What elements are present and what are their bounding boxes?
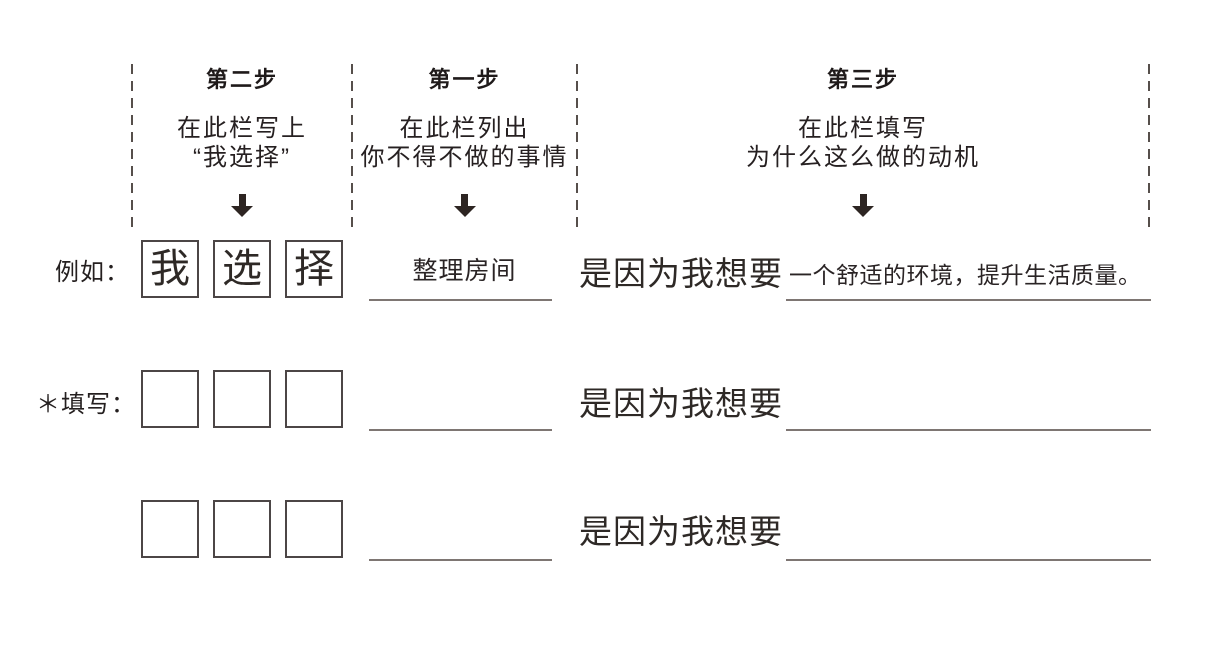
down-arrow-icon	[577, 194, 1149, 217]
motive-example-text: 一个舒适的环境，提升生活质量。	[789, 262, 1142, 288]
choice-char-box: 选	[213, 240, 271, 298]
step-instruction-line: 为什么这么做的动机	[746, 144, 980, 171]
motive-field-underline[interactable]	[786, 429, 1151, 431]
choice-char-box[interactable]	[213, 370, 271, 428]
column-header-step-3: 第三步 在此栏填写 为什么这么做的动机	[577, 67, 1149, 217]
step-title: 第二步	[205, 67, 278, 92]
choice-char-box[interactable]	[141, 500, 199, 558]
task-field-underline[interactable]	[369, 559, 552, 561]
motive-field-underline	[786, 299, 1151, 301]
step-instruction-line: “我选择”	[193, 144, 291, 171]
fill-row-label: ＊填写：	[36, 391, 136, 418]
choice-char-box[interactable]	[213, 500, 271, 558]
task-field-underline[interactable]	[369, 429, 552, 431]
column-separator	[131, 64, 133, 229]
motive-prefix-handwritten: 是因为我想要	[579, 257, 783, 293]
handwritten-char: 选	[222, 246, 262, 291]
task-example-text: 整理房间	[412, 257, 517, 285]
down-arrow-icon	[132, 194, 352, 217]
step-title: 第三步	[826, 67, 899, 92]
choice-char-box[interactable]	[285, 500, 343, 558]
handwritten-char: 择	[294, 246, 334, 291]
step-instruction-line: 在此栏列出	[399, 115, 530, 142]
step-instruction-line: 在此栏填写	[798, 115, 928, 142]
step-instruction-line: 你不得不做的事情	[360, 144, 569, 171]
column-header-step-1: 第一步 在此栏列出 你不得不做的事情	[352, 67, 577, 217]
down-arrow-icon	[352, 194, 577, 217]
choice-char-box: 我	[141, 240, 199, 298]
step-instruction-line: 在此栏写上	[177, 115, 307, 142]
choice-char-box[interactable]	[141, 370, 199, 428]
example-row-label: 例如：	[55, 259, 130, 286]
column-separator	[1148, 64, 1150, 229]
motive-prefix-handwritten: 是因为我想要	[579, 515, 783, 551]
choice-char-box: 择	[285, 240, 343, 298]
choice-char-box[interactable]	[285, 370, 343, 428]
column-separator	[576, 64, 578, 229]
step-title: 第一步	[428, 67, 501, 92]
motive-prefix-handwritten: 是因为我想要	[579, 387, 783, 423]
column-separator	[351, 64, 353, 229]
task-field-underline	[369, 299, 552, 301]
motive-field-underline[interactable]	[786, 559, 1151, 561]
handwritten-char: 我	[150, 246, 190, 291]
column-header-step-2: 第二步 在此栏写上 “我选择”	[132, 67, 352, 217]
